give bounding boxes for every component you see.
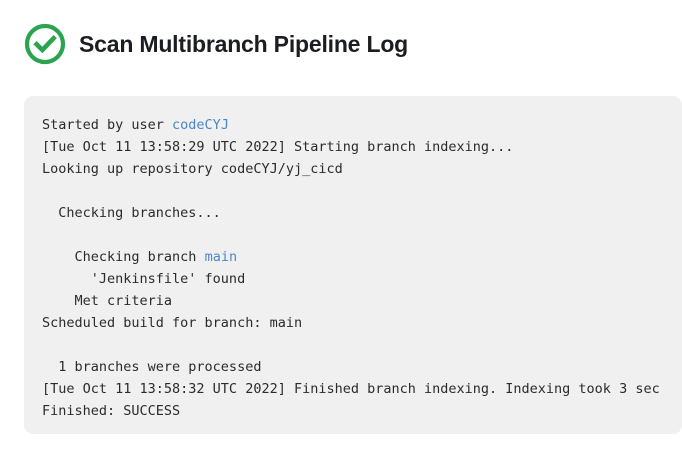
log-line: Checking branches... [42,205,221,221]
branch-link[interactable]: main [204,249,238,265]
log-line-text: Started by user [42,117,173,133]
log-line-blank [42,180,682,202]
build-log-panel[interactable]: Started by user codeCYJ [Tue Oct 11 13:58… [24,96,682,434]
log-line: Started by user codeCYJ [42,114,682,136]
log-line: Met criteria [42,293,173,309]
log-line-text: Checking branch [42,249,205,265]
log-console: Started by user codeCYJ [Tue Oct 11 13:58… [42,114,682,422]
log-line: Looking up repository codeCYJ/yj_cicd [42,161,343,177]
log-line: [Tue Oct 11 13:58:32 UTC 2022] Finished … [42,381,660,397]
success-check-circle-icon [24,23,66,65]
log-line: [Tue Oct 11 13:58:29 UTC 2022] Starting … [42,139,514,155]
log-line-blank [42,224,682,246]
log-line: 1 branches were processed [42,359,262,375]
page-header: Scan Multibranch Pipeline Log [24,20,408,68]
log-line: 'Jenkinsfile' found [42,271,246,287]
user-link[interactable]: codeCYJ [172,117,229,133]
log-line: Checking branch main [42,246,682,268]
page-title: Scan Multibranch Pipeline Log [79,30,409,57]
log-line: Finished: SUCCESS [42,403,181,419]
log-line: Scheduled build for branch: main [42,315,303,331]
log-line-blank [42,334,682,356]
